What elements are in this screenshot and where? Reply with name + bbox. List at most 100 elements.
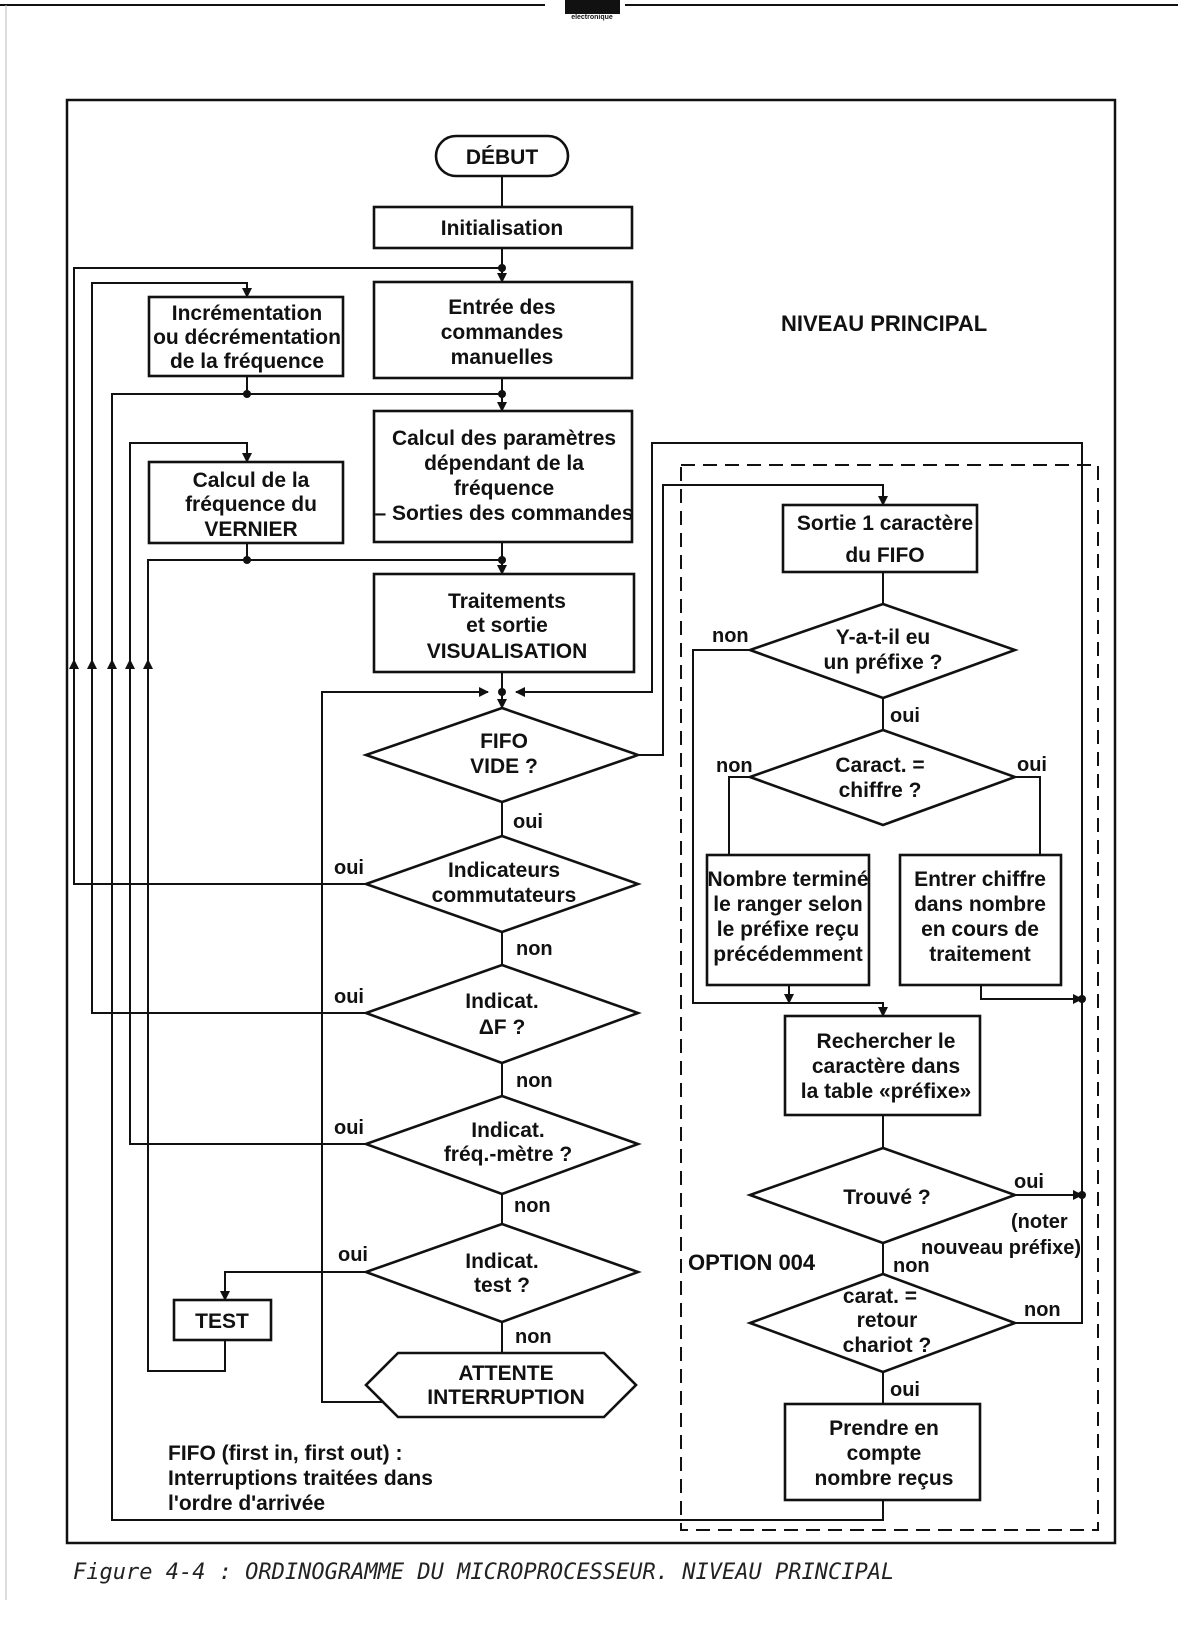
test-decision: Indicat. test ? <box>362 1222 642 1324</box>
node-text-line: Calcul de la <box>193 469 310 492</box>
page-header: electronique <box>0 0 1178 21</box>
node-text-line: non <box>1024 1299 1061 1321</box>
start-node: DÉBUT <box>434 134 570 178</box>
manual-input-box: Entrée des commandes manuelles <box>372 280 634 380</box>
test-box: TEST <box>172 1298 273 1342</box>
node-text-line: commandes <box>441 321 564 344</box>
node-text-line: fréq.-mètre ? <box>444 1143 572 1166</box>
node-text-line: Calcul des paramètres <box>392 427 616 450</box>
node-text-line: non <box>514 1195 551 1217</box>
node-text-line: Incrémentation <box>172 302 323 325</box>
node-text-line: Rechercher le <box>817 1030 956 1053</box>
node-text-line: Indicateurs <box>448 859 560 882</box>
increment-box: Incrémentation ou décrémentation de la f… <box>147 295 345 378</box>
diagram-title: NIVEAU PRINCIPAL <box>781 311 987 336</box>
node-text-line: ou décrémentation <box>153 326 341 349</box>
figure-caption: Figure 4-4 : ORDINOGRAMME DU MICROPROCES… <box>73 1560 894 1585</box>
figure-frame <box>65 98 1117 1545</box>
node-text-line: un préfixe ? <box>823 651 942 674</box>
node-text-line: non <box>515 1326 552 1348</box>
connectors <box>69 176 1086 1521</box>
node-text-line: dépendant de la <box>424 452 584 475</box>
search-prefix-table-box: Rechercher le caractère dans la table «p… <box>783 1014 982 1117</box>
node-text-line: fréquence <box>454 477 554 500</box>
node-text-line: non <box>716 755 753 777</box>
output-char-box: Sortie 1 caractère du FIFO <box>781 503 979 574</box>
node-text-line: Sortie 1 caractère <box>797 512 973 535</box>
node-text-line: oui <box>890 1379 920 1401</box>
freq-meter-decision: Indicat. fréq.-mètre ? <box>362 1094 642 1196</box>
node-text-line: chariot ? <box>843 1334 932 1357</box>
compute-params-box: Calcul des paramètres dépendant de la fr… <box>372 409 634 544</box>
node-text-line: Entrée des <box>448 296 555 319</box>
node-text-line: nombre reçus <box>815 1467 954 1490</box>
node-text-line: oui <box>334 857 364 879</box>
node-text-line: Indicat. <box>471 1119 545 1142</box>
node-text-line: chiffre ? <box>839 779 922 802</box>
node-text-line: oui <box>334 1117 364 1139</box>
node-text-line: VIDE ? <box>470 755 538 778</box>
node-text-line: (noter <box>1011 1211 1068 1233</box>
node-text-line: précédemment <box>713 943 862 966</box>
node-text-line: Y-a-t-il eu <box>836 626 931 649</box>
wait-interrupt-node: ATTENTE INTERRUPTION <box>364 1351 638 1419</box>
node-text-line: du FIFO <box>845 544 924 567</box>
fifo-note: FIFO (first in, first out) : Interruptio… <box>168 1442 433 1515</box>
node-text-line: nouveau préfixe) <box>921 1237 1081 1259</box>
node-text-line: compte <box>847 1442 922 1465</box>
node-text-line: Indicat. <box>465 990 539 1013</box>
option-label: OPTION 004 <box>688 1250 816 1275</box>
node-text-line: TEST <box>195 1310 249 1333</box>
carriage-return-decision: carat. = retour chariot ? <box>746 1272 1019 1374</box>
accept-number-box: Prendre en compte nombre reçus <box>783 1402 982 1502</box>
enter-digit-box: Entrer chiffre dans nombre en cours de t… <box>898 853 1063 987</box>
node-text-line: retour <box>857 1309 918 1332</box>
node-text-line: test ? <box>474 1274 530 1297</box>
node-text-line: FIFO <box>480 730 528 753</box>
node-text-line: commutateurs <box>432 884 577 907</box>
node-text-line: Indicat. <box>465 1250 539 1273</box>
logo-text: electronique <box>571 14 613 21</box>
node-text-line: ATTENTE <box>458 1362 553 1385</box>
node-text-line: Entrer chiffre <box>914 868 1046 891</box>
node-text-line: traitement <box>929 943 1031 966</box>
branch-labels: oui non oui non oui non oui non oui non … <box>334 625 1081 1401</box>
switches-decision: Indicateurs commutateurs <box>362 834 642 934</box>
node-text-line: DÉBUT <box>466 146 539 169</box>
node-text-line: INTERRUPTION <box>427 1386 585 1409</box>
node-text-line: non <box>516 1070 553 1092</box>
node-text-line: non <box>516 938 553 960</box>
fifo-empty-decision: FIFO VIDE ? <box>362 706 642 804</box>
node-text-line: FIFO (first in, first out) : <box>168 1442 402 1465</box>
node-text-line: en cours de <box>921 918 1039 941</box>
node-text-line: oui <box>334 986 364 1008</box>
node-text-line: et sortie <box>466 614 548 637</box>
node-text-line: le ranger selon <box>713 893 862 916</box>
node-text-line: Nombre terminé <box>707 868 868 891</box>
number-done-box: Nombre terminé le ranger selon le préfix… <box>705 853 871 987</box>
node-text-line: non <box>712 625 749 647</box>
node-text-line: carat. = <box>843 1285 917 1308</box>
display-box: Traitements et sortie VISUALISATION <box>372 572 636 674</box>
node-text-line: de la fréquence <box>170 350 324 373</box>
digit-decision: Caract. = chiffre ? <box>746 728 1019 827</box>
delta-f-decision: Indicat. ΔF ? <box>362 963 642 1065</box>
node-text-line: la table «préfixe» <box>801 1080 971 1103</box>
node-text-line: l'ordre d'arrivée <box>168 1492 325 1515</box>
node-text-line: Interruptions traitées dans <box>168 1467 433 1490</box>
node-text-line: Traitements <box>448 590 566 613</box>
option-004-region <box>680 464 1099 1531</box>
node-text-line: VERNIER <box>204 518 297 541</box>
node-text-line: VISUALISATION <box>427 640 588 663</box>
node-text-line: oui <box>1014 1171 1044 1193</box>
node-text-line: Caract. = <box>835 754 924 777</box>
node-text-line: manuelles <box>451 346 554 369</box>
vernier-box: Calcul de la fréquence du VERNIER <box>147 460 345 545</box>
node-text-line: caractère dans <box>812 1055 960 1078</box>
found-decision: Trouvé ? <box>746 1146 1019 1245</box>
logo-mark <box>565 0 620 14</box>
node-text-line: – Sorties des commandes <box>374 502 633 525</box>
node-text-line: dans nombre <box>914 893 1046 916</box>
node-text-line: oui <box>890 705 920 727</box>
